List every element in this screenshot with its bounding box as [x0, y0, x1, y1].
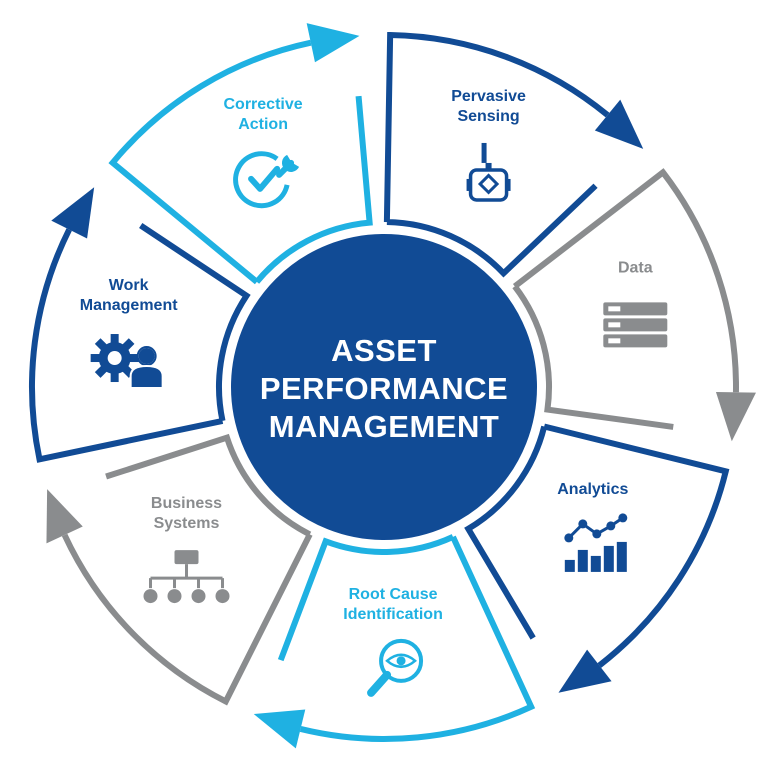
segment-analytics — [464, 423, 730, 693]
segment-outline — [464, 423, 730, 668]
segment-outline — [108, 39, 373, 285]
center-disc — [225, 228, 543, 546]
hierarchy-icon — [143, 550, 230, 604]
segment-label-line: Business — [151, 495, 222, 512]
segment-outline — [61, 433, 313, 706]
segment-label-line: Analytics — [557, 481, 628, 498]
gear-person-icon — [90, 334, 164, 390]
segment-label-line: Pervasive — [451, 88, 526, 105]
segment-label-line: Identification — [343, 606, 443, 623]
cycle-icons — [90, 142, 668, 697]
segment-arrowhead — [253, 709, 306, 749]
center-title-line-2: PERFORMANCE — [260, 371, 508, 406]
segment-arrowhead — [46, 489, 83, 544]
segment-label-line: Root Cause — [349, 586, 438, 603]
center-circle: ASSET PERFORMANCE MANAGEMENT — [225, 228, 543, 546]
segment-label-line: Data — [618, 259, 653, 276]
segment-label-line: Sensing — [457, 108, 519, 125]
segment-outline — [383, 32, 610, 278]
segment-arrowhead — [594, 99, 644, 149]
segment-arrowhead — [51, 187, 95, 239]
segment-arrowhead — [715, 391, 756, 442]
server-stack-icon — [603, 302, 668, 348]
segment-work-management — [29, 187, 251, 463]
bar-line-chart-icon — [564, 513, 628, 572]
segment-root-cause-identification — [253, 534, 536, 749]
label-data: Data — [618, 259, 653, 276]
segment-outline — [277, 534, 536, 742]
segment-outline — [512, 168, 739, 430]
segment-label-line: Work — [109, 277, 149, 294]
center-title-line-3: MANAGEMENT — [269, 409, 500, 444]
segment-business-systems — [46, 433, 313, 706]
segment-label-line: Corrective — [224, 96, 303, 113]
segment-label-line: Management — [80, 297, 178, 314]
cycle-segments — [29, 23, 756, 749]
magnifier-eye-icon — [367, 638, 424, 697]
check-wrench-icon — [233, 151, 300, 209]
segment-label-line: Systems — [154, 515, 220, 532]
segment-outline — [29, 223, 251, 463]
label-analytics: Analytics — [557, 481, 628, 498]
segment-label-line: Action — [238, 116, 288, 133]
segment-arrowhead — [306, 23, 360, 63]
segment-pervasive-sensing — [383, 32, 644, 278]
wireless-transmitter-icon — [466, 142, 511, 202]
segment-corrective-action — [108, 23, 373, 285]
segment-arrowhead — [558, 649, 612, 693]
center-title-line-1: ASSET — [331, 333, 437, 368]
segment-data — [512, 168, 756, 442]
